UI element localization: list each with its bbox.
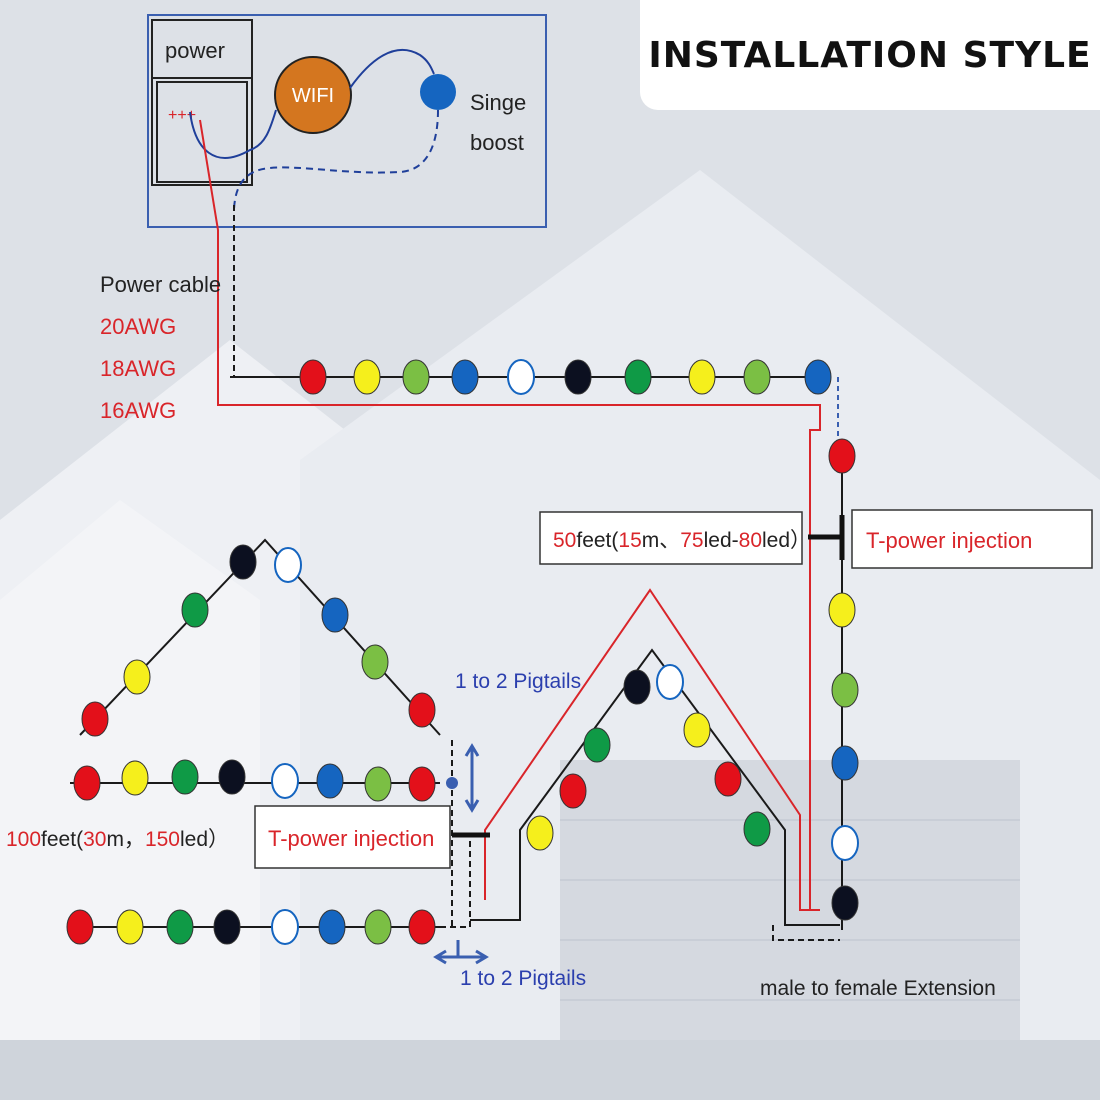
led-bulb-green: [172, 760, 198, 794]
led-bulb-green: [167, 910, 193, 944]
led-bulb-yellow: [689, 360, 715, 394]
boost-label-line1: Singe: [470, 90, 526, 115]
led-bulb-yellow: [829, 593, 855, 627]
led-bulb-blue: [452, 360, 478, 394]
led-bulb-lightgreen: [365, 910, 391, 944]
led-bulb-white: [272, 910, 298, 944]
led-bulb-red: [560, 774, 586, 808]
power-cable-label: Power cable: [100, 272, 221, 297]
spec-right-n3: 75: [680, 529, 703, 552]
led-bulb-red: [67, 910, 93, 944]
led-bulb-yellow: [527, 816, 553, 850]
led-bulb-black: [230, 545, 256, 579]
led-bulb-blue: [319, 910, 345, 944]
led-bulb-white: [272, 764, 298, 798]
led-bulb-red: [409, 693, 435, 727]
led-bulb-blue: [832, 746, 858, 780]
led-bulb-black: [219, 760, 245, 794]
led-bulb-lightgreen: [832, 673, 858, 707]
led-bulb-yellow: [117, 910, 143, 944]
led-bulb-white: [508, 360, 534, 394]
spec-left-n1: 100: [6, 828, 41, 851]
led-bulb-green: [625, 360, 651, 394]
led-bulb-lightgreen: [403, 360, 429, 394]
spec-right-t2: m、: [642, 529, 681, 552]
pigtail-joint-dot: [446, 777, 458, 789]
led-bulb-white: [275, 548, 301, 582]
t-power-left-label: T-power injection: [268, 826, 434, 851]
t-power-right-label: T-power injection: [866, 528, 1032, 553]
pigtails-lower-label: 1 to 2 Pigtails: [460, 967, 586, 990]
boost-label-line2: boost: [470, 130, 524, 155]
led-bulb-yellow: [122, 761, 148, 795]
led-bulb-green: [744, 812, 770, 846]
spec-right-t3: led-: [704, 529, 739, 552]
led-bulb-black: [624, 670, 650, 704]
led-bulb-black: [832, 886, 858, 920]
spec-right-text: 50feet(15m、75led-80led）: [553, 529, 811, 552]
led-bulb-red: [82, 702, 108, 736]
led-bulb-red: [409, 767, 435, 801]
led-bulb-black: [565, 360, 591, 394]
spec-right-n4: 80: [739, 529, 762, 552]
spec-right-t4: led）: [762, 529, 811, 552]
led-bulb-red: [829, 439, 855, 473]
spec-right-n2: 15: [618, 529, 641, 552]
led-bulb-blue: [322, 598, 348, 632]
led-bulb-yellow: [684, 713, 710, 747]
extension-label: male to female Extension: [760, 977, 996, 1000]
power-label: power: [165, 38, 225, 63]
led-bulb-yellow: [354, 360, 380, 394]
led-bulb-red: [715, 762, 741, 796]
spec-left-text: 100feet(30m，150led）: [6, 828, 229, 851]
led-bulb-blue: [317, 764, 343, 798]
spec-right-n1: 50: [553, 529, 576, 552]
boost-icon: [420, 74, 456, 110]
spec-right-t1: feet(: [576, 529, 618, 552]
title-banner: INSTALLATION STYLE: [640, 0, 1100, 110]
led-bulb-lightgreen: [365, 767, 391, 801]
gauge-18awg: 18AWG: [100, 356, 176, 381]
spec-left-n3: 150: [145, 828, 180, 851]
spec-left-t1: feet(: [41, 828, 83, 851]
led-bulb-green: [182, 593, 208, 627]
led-bulb-red: [409, 910, 435, 944]
gauge-20awg: 20AWG: [100, 314, 176, 339]
led-bulb-lightgreen: [744, 360, 770, 394]
spec-left-n2: 30: [83, 828, 106, 851]
spec-left-t3: led）: [180, 828, 229, 851]
led-bulb-red: [300, 360, 326, 394]
wifi-label: WIFI: [292, 85, 334, 107]
led-bulb-black: [214, 910, 240, 944]
pigtails-upper-label: 1 to 2 Pigtails: [455, 670, 581, 693]
page-title: INSTALLATION STYLE: [648, 35, 1091, 76]
led-bulb-yellow: [124, 660, 150, 694]
led-bulb-red: [74, 766, 100, 800]
led-bulb-white: [657, 665, 683, 699]
gauge-16awg: 16AWG: [100, 398, 176, 423]
led-bulb-blue: [805, 360, 831, 394]
spec-left-t2: m，: [106, 828, 145, 851]
led-bulb-lightgreen: [362, 645, 388, 679]
led-bulb-white: [832, 826, 858, 860]
led-bulb-green: [584, 728, 610, 762]
